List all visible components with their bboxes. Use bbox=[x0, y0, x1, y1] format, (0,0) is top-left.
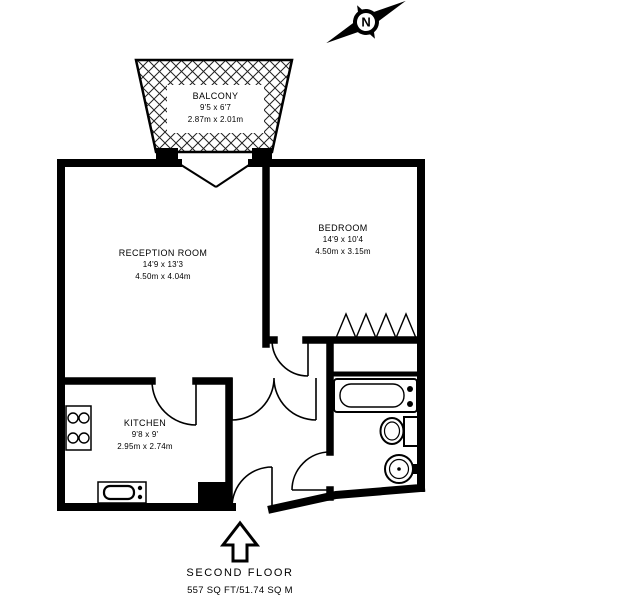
outer-walls bbox=[57, 159, 426, 514]
room-dimensions-metric: 4.50m x 4.04m bbox=[135, 272, 191, 281]
up-arrow-icon bbox=[219, 520, 261, 563]
room-dimensions-metric: 4.50m x 3.15m bbox=[315, 247, 371, 256]
kitchen-label: KITCHEN 9'8 x 9' 2.95m x 2.74m bbox=[85, 417, 205, 453]
room-name: RECEPTION ROOM bbox=[118, 248, 208, 258]
bedroom-label: BEDROOM 14'9 x 10'4 4.50m x 3.15m bbox=[273, 222, 413, 258]
balcony-label: BALCONY 9'5 x 6'7 2.87m x 2.01m bbox=[167, 88, 264, 128]
bathtub-icon bbox=[333, 378, 418, 413]
interior-walls bbox=[57, 159, 425, 511]
compass-rose-icon: N bbox=[326, 0, 406, 44]
hob-icon bbox=[65, 405, 92, 451]
room-dimensions-metric: 2.95m x 2.74m bbox=[117, 442, 173, 451]
basin-icon bbox=[384, 454, 418, 484]
wardrobe-zigzag-icon bbox=[335, 312, 417, 340]
room-dimensions-metric: 2.87m x 2.01m bbox=[187, 115, 244, 124]
room-dimensions-imperial: 9'5 x 6'7 bbox=[199, 103, 232, 112]
room-name: BEDROOM bbox=[318, 223, 368, 233]
total-area-label: 557 SQ FT/51.74 SQ M bbox=[187, 585, 293, 596]
entry-wall-stub bbox=[198, 482, 232, 507]
room-name: KITCHEN bbox=[123, 418, 167, 428]
floor-title: SECOND FLOOR bbox=[186, 567, 294, 579]
compass-north-label: N bbox=[361, 15, 370, 30]
reception-room-label: RECEPTION ROOM 14'9 x 13'3 4.50m x 4.04m bbox=[93, 247, 233, 283]
toilet-icon bbox=[379, 416, 419, 447]
room-name: BALCONY bbox=[192, 91, 239, 101]
kitchen-sink-icon bbox=[97, 481, 147, 504]
balcony-door-leaves bbox=[177, 162, 253, 188]
room-dimensions-imperial: 14'9 x 13'3 bbox=[142, 260, 184, 269]
room-dimensions-imperial: 14'9 x 10'4 bbox=[322, 235, 364, 244]
room-dimensions-imperial: 9'8 x 9' bbox=[131, 430, 159, 439]
door-swing-arcs bbox=[151, 339, 331, 508]
